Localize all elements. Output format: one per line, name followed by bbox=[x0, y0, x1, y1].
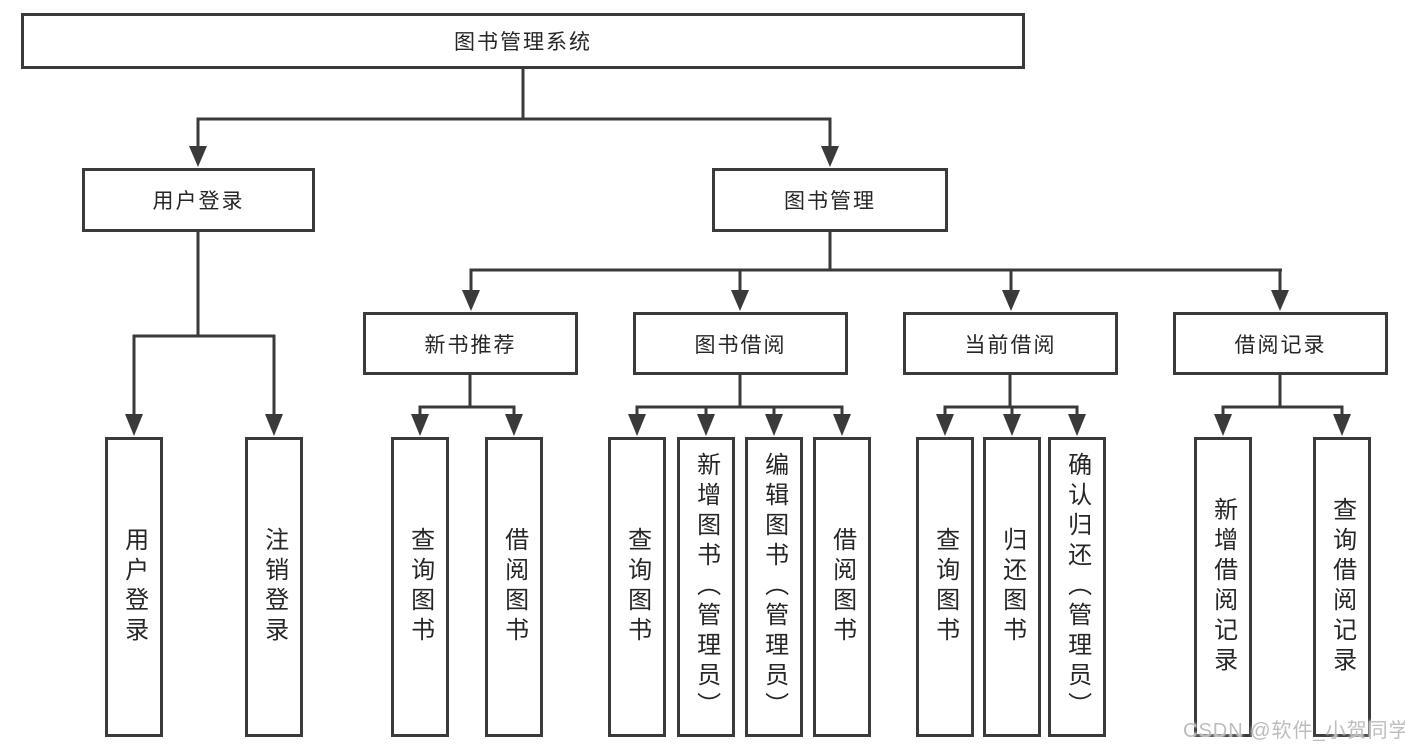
connector-current-borrow-split bbox=[943, 375, 1079, 418]
connector-user-login-split bbox=[132, 232, 276, 418]
leaf-query-books-recommend: 查询图书 bbox=[391, 437, 449, 737]
node-new-book-recommend: 新书推荐 bbox=[363, 312, 578, 375]
leaf-edit-book-admin-label: 编辑图书（管理员） bbox=[760, 452, 788, 722]
node-current-borrow-label: 当前借阅 bbox=[964, 333, 1057, 357]
csdn-watermark: CSDN @软件_小贺同学 bbox=[1183, 720, 1405, 742]
leaf-return-book: 归还图书 bbox=[983, 437, 1041, 737]
node-borrow-records-label: 借阅记录 bbox=[1234, 333, 1327, 357]
leaf-borrow-books-label: 借阅图书 bbox=[828, 527, 856, 647]
node-new-book-recommend-label: 新书推荐 bbox=[424, 333, 517, 357]
node-book-management: 图书管理 bbox=[712, 168, 948, 232]
leaf-query-borrow-record-label: 查询借阅记录 bbox=[1328, 497, 1356, 677]
node-book-borrow-label: 图书借阅 bbox=[694, 333, 787, 357]
leaf-confirm-return-admin: 确认归还（管理员） bbox=[1048, 437, 1106, 737]
connector-new-book-split bbox=[418, 375, 516, 418]
connector-borrow-records-split bbox=[1221, 375, 1344, 418]
leaf-query-books-current: 查询图书 bbox=[916, 437, 974, 737]
node-borrow-records: 借阅记录 bbox=[1173, 312, 1388, 375]
leaf-return-book-label: 归还图书 bbox=[998, 527, 1026, 647]
leaf-add-borrow-record: 新增借阅记录 bbox=[1194, 437, 1252, 737]
leaf-query-books-borrow: 查询图书 bbox=[608, 437, 666, 737]
leaf-user-login: 用户登录 bbox=[105, 437, 163, 737]
connector-root-split bbox=[196, 69, 832, 150]
leaf-user-login-label: 用户登录 bbox=[120, 527, 148, 647]
leaf-edit-book-admin: 编辑图书（管理员） bbox=[745, 437, 803, 737]
leaf-query-books-current-label: 查询图书 bbox=[931, 527, 959, 647]
arrowheads bbox=[125, 146, 1351, 436]
leaf-confirm-return-admin-label: 确认归还（管理员） bbox=[1063, 452, 1091, 722]
leaf-add-book-admin-label: 新增图书（管理员） bbox=[692, 452, 720, 722]
node-book-borrow: 图书借阅 bbox=[633, 312, 848, 375]
leaf-borrow-books-recommend-label: 借阅图书 bbox=[500, 527, 528, 647]
leaf-query-books-recommend-label: 查询图书 bbox=[406, 527, 434, 647]
leaf-add-borrow-record-label: 新增借阅记录 bbox=[1209, 497, 1237, 677]
leaf-borrow-books-recommend: 借阅图书 bbox=[485, 437, 543, 737]
node-user-login: 用户登录 bbox=[82, 168, 315, 232]
node-root-label: 图书管理系统 bbox=[454, 31, 592, 54]
leaf-add-book-admin: 新增图书（管理员） bbox=[677, 437, 735, 737]
node-root: 图书管理系统 bbox=[21, 13, 1025, 69]
leaf-logout-label: 注销登录 bbox=[260, 527, 288, 647]
leaf-borrow-books: 借阅图书 bbox=[813, 437, 871, 737]
leaf-logout: 注销登录 bbox=[245, 437, 303, 737]
node-user-login-label: 用户登录 bbox=[152, 190, 245, 213]
connector-book-borrow-split bbox=[635, 375, 844, 418]
node-current-borrow: 当前借阅 bbox=[903, 312, 1118, 375]
leaf-query-borrow-record: 查询借阅记录 bbox=[1313, 437, 1371, 737]
leaf-query-books-borrow-label: 查询图书 bbox=[623, 527, 651, 647]
node-book-management-label: 图书管理 bbox=[784, 190, 876, 213]
connector-book-mgmt-split bbox=[469, 232, 1282, 294]
